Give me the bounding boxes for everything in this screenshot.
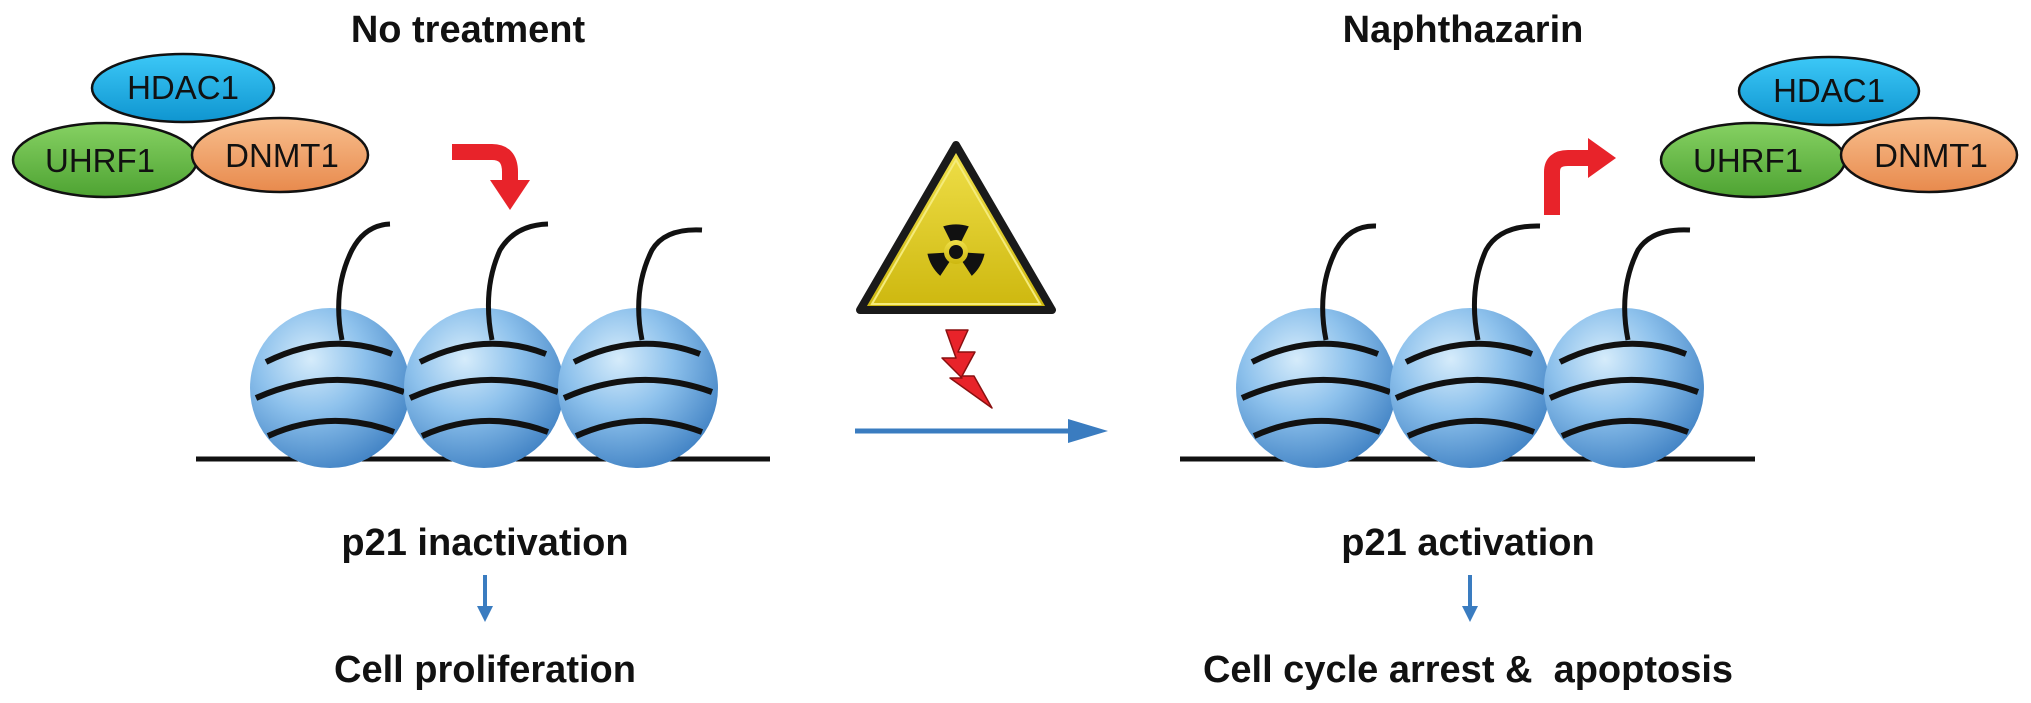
right-protein-complex: HDAC1 UHRF1 DNMT1 xyxy=(1659,55,2019,199)
left-state-text: p21 inactivation xyxy=(341,522,628,564)
left-nucleosome-2 xyxy=(404,221,564,468)
right-uhrf1-label: UHRF1 xyxy=(1693,142,1803,179)
left-outcome-text: Cell proliferation xyxy=(334,649,636,691)
left-heading: No treatment xyxy=(351,9,586,51)
left-uhrf1-label: UHRF1 xyxy=(45,142,155,179)
right-hdac1-label: HDAC1 xyxy=(1773,72,1885,109)
right-state-text: p21 activation xyxy=(1341,522,1594,564)
left-panel: No treatment HDAC1 UHRF1 DNMT1 xyxy=(11,9,770,691)
left-nucleosome-3 xyxy=(558,227,718,468)
right-nucleosome-2 xyxy=(1390,223,1550,468)
left-dnmt1-label: DNMT1 xyxy=(225,137,339,174)
left-hdac1-protein: HDAC1 xyxy=(90,52,276,124)
right-heading: Naphthazarin xyxy=(1343,9,1584,51)
right-red-arrow-icon xyxy=(1544,138,1616,215)
right-dnmt1-label: DNMT1 xyxy=(1874,137,1988,174)
right-uhrf1-protein: UHRF1 xyxy=(1659,121,1847,199)
left-uhrf1-protein: UHRF1 xyxy=(11,121,199,199)
right-panel: Naphthazarin HDAC1 UHRF1 DNMT1 xyxy=(1180,9,2019,691)
process-arrow-icon xyxy=(855,419,1108,443)
left-down-arrow-icon xyxy=(477,575,493,622)
left-red-arrow-icon xyxy=(452,144,530,210)
left-hdac1-label: HDAC1 xyxy=(127,69,239,106)
right-nucleosome-1 xyxy=(1236,223,1396,468)
right-nucleosome-3 xyxy=(1544,227,1704,468)
left-dnmt1-protein: DNMT1 xyxy=(190,116,370,194)
radiation-warning-icon xyxy=(856,141,1056,314)
right-dnmt1-protein: DNMT1 xyxy=(1839,116,2019,194)
lightning-bolt-icon xyxy=(941,329,993,409)
right-outcome-text: Cell cycle arrest & apoptosis xyxy=(1203,649,1733,691)
left-protein-complex: HDAC1 UHRF1 DNMT1 xyxy=(11,52,370,199)
right-hdac1-protein: HDAC1 xyxy=(1737,55,1921,127)
left-nucleosome-1 xyxy=(250,221,410,468)
right-down-arrow-icon xyxy=(1462,575,1478,622)
